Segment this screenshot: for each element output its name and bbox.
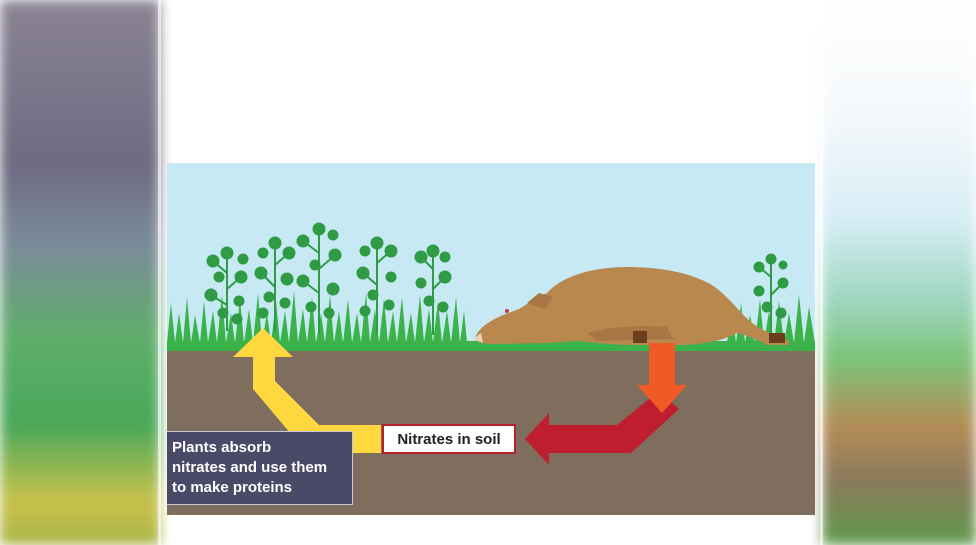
- nitrogen-cycle-diagram: Nitrates in soil Plants absorb nitrates …: [167, 163, 815, 515]
- red-arrow: [525, 391, 679, 465]
- plants-text-line: nitrates and use them: [172, 459, 328, 476]
- plants-text-line: Plants absorb: [172, 439, 272, 456]
- grass-strip: [167, 341, 815, 351]
- orange-arrow: [637, 343, 687, 413]
- plants-absorb-text-box: Plants absorb nitrates and use them to m…: [167, 431, 353, 505]
- left-blurred-background: [0, 0, 160, 545]
- grass-blades-right: [727, 295, 815, 351]
- left-edge: [158, 0, 161, 545]
- yellow-arrow: [233, 328, 381, 453]
- plants-text-line: to make proteins: [172, 479, 293, 496]
- grass-blades: [167, 291, 467, 351]
- nitrates-in-soil-label: Nitrates in soil: [382, 424, 516, 454]
- right-blurred-background: [822, 0, 976, 545]
- right-edge: [820, 0, 823, 545]
- dead-animal-icon: [473, 267, 789, 345]
- plant-icon: [204, 222, 789, 337]
